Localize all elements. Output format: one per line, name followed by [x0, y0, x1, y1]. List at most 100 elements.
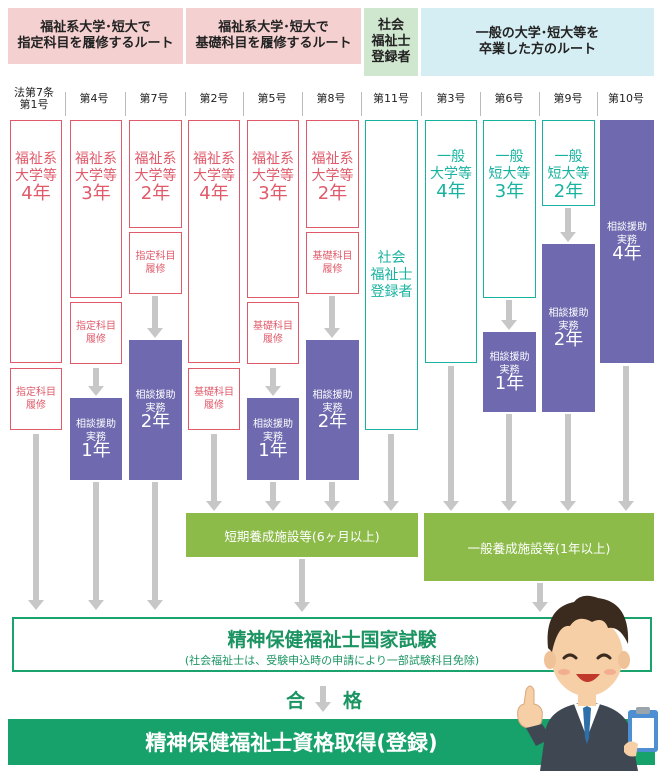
box-label: 一般 短大等 [547, 149, 590, 182]
box-years: 2年 [140, 183, 171, 204]
down-arrow-icon [324, 296, 340, 338]
box-label: 福祉系 大学等 [75, 151, 117, 184]
column-label: 第10号 [608, 92, 644, 105]
column-label: 第3号 [436, 92, 466, 105]
box-shakai-fukushishi: 社会 福祉士 登録者 [365, 120, 418, 430]
down-arrow-icon [28, 434, 44, 610]
down-arrow-icon [560, 208, 576, 242]
column-separator [361, 92, 362, 116]
box-shitei-kamoku: 指定科目 履修 [10, 368, 62, 430]
column-label: 第2号 [199, 92, 229, 105]
box-years: 4年 [612, 242, 642, 264]
down-arrow-icon [206, 434, 222, 511]
down-arrow-icon [532, 583, 548, 612]
down-arrow-icon [147, 482, 163, 610]
header-route-shitei: 福祉系大学･短大で 指定科目を履修するルート [8, 8, 183, 64]
box-label: 福祉系 大学等 [134, 151, 177, 184]
column-label: 第5号 [257, 92, 287, 105]
pass-char-1: 合 [286, 690, 306, 712]
box-kiso-kamoku: 基礎科目 履修 [306, 232, 359, 294]
box-years: 2年 [553, 181, 584, 202]
box-years: 3年 [258, 183, 288, 204]
header-route-ippan: 一般の大学･短大等を 卒業した方のルート [421, 8, 654, 76]
down-arrow-icon [560, 414, 576, 511]
box-label: 一般 大学等 [430, 149, 472, 182]
box-label: 福祉系 大学等 [311, 151, 354, 184]
column-separator [421, 92, 422, 116]
facility-general: 一般養成施設等(1年以上) [424, 513, 654, 581]
pass-char-2: 格 [343, 690, 363, 712]
box-years: 3年 [494, 181, 525, 202]
box-label: 相談援助 実務 [312, 390, 353, 414]
column-label: 第11号 [373, 92, 409, 105]
down-arrow-icon [147, 296, 163, 338]
businessman-illustration [517, 595, 658, 771]
column-label: 第7号 [139, 92, 169, 105]
box-years: 2年 [317, 411, 348, 432]
column-label: 第9号 [553, 92, 583, 105]
box-years: 2年 [140, 411, 171, 432]
box-label: 相談援助 実務 [607, 221, 647, 246]
down-arrow-icon [324, 482, 340, 511]
box-label: 一般 短大等 [488, 149, 531, 182]
column-separator [243, 92, 244, 116]
header-route-kiso: 福祉系大学･短大で 基礎科目を履修するルート [186, 8, 361, 64]
box-label: 相談援助 実務 [135, 390, 176, 414]
down-arrow-icon [618, 366, 634, 511]
facility-short-term: 短期養成施設等(6ヶ月以上) [186, 513, 418, 557]
column-label: 第8号 [316, 92, 346, 105]
column-label: 第4号 [79, 92, 109, 105]
box-label: 相談援助 実務 [489, 352, 530, 376]
exam-note: (社会福祉士は、受験申込時の申請により一部試験科目免除) [184, 654, 480, 667]
down-arrow-icon [88, 368, 104, 396]
header-route-shakai-fukushishi: 社会 福祉士 登録者 [364, 8, 418, 76]
box-years: 1年 [494, 373, 525, 394]
box-label: 福祉系 大学等 [252, 151, 294, 184]
box-years: 3年 [81, 183, 111, 204]
down-arrow-icon [88, 482, 104, 610]
exam-title: 精神保健福祉士国家試験 [227, 629, 437, 651]
box-shitei-kamoku: 指定科目 履修 [129, 232, 182, 294]
box-shitei-kamoku: 指定科目 履修 [70, 302, 122, 364]
column-separator [65, 92, 66, 116]
box-label: 福祉系 大学等 [15, 151, 57, 184]
box-label: 相談援助 実務 [548, 308, 589, 332]
box-years: 4年 [199, 183, 229, 204]
column-separator [302, 92, 303, 116]
down-arrow-icon [443, 366, 459, 511]
down-arrow-icon [501, 414, 517, 511]
box-years: 1年 [258, 440, 288, 461]
box-years: 4年 [436, 181, 466, 202]
box-label: 福祉系 大学等 [193, 151, 235, 184]
column-separator [597, 92, 598, 116]
box-label: 相談援助 実務 [76, 419, 116, 443]
down-arrow-icon [383, 434, 399, 511]
column-separator [185, 92, 186, 116]
column-label: 第6号 [494, 92, 524, 105]
down-arrow-icon [265, 482, 281, 511]
box-years: 2年 [553, 329, 584, 350]
box-kiso-kamoku: 基礎科目 履修 [247, 302, 299, 364]
box-years: 2年 [317, 183, 348, 204]
column-label: 法第7条 第1号 [14, 86, 54, 111]
column-separator [125, 92, 126, 116]
box-years: 1年 [81, 440, 111, 461]
column-separator [539, 92, 540, 116]
box-years: 4年 [21, 183, 51, 204]
column-separator [480, 92, 481, 116]
